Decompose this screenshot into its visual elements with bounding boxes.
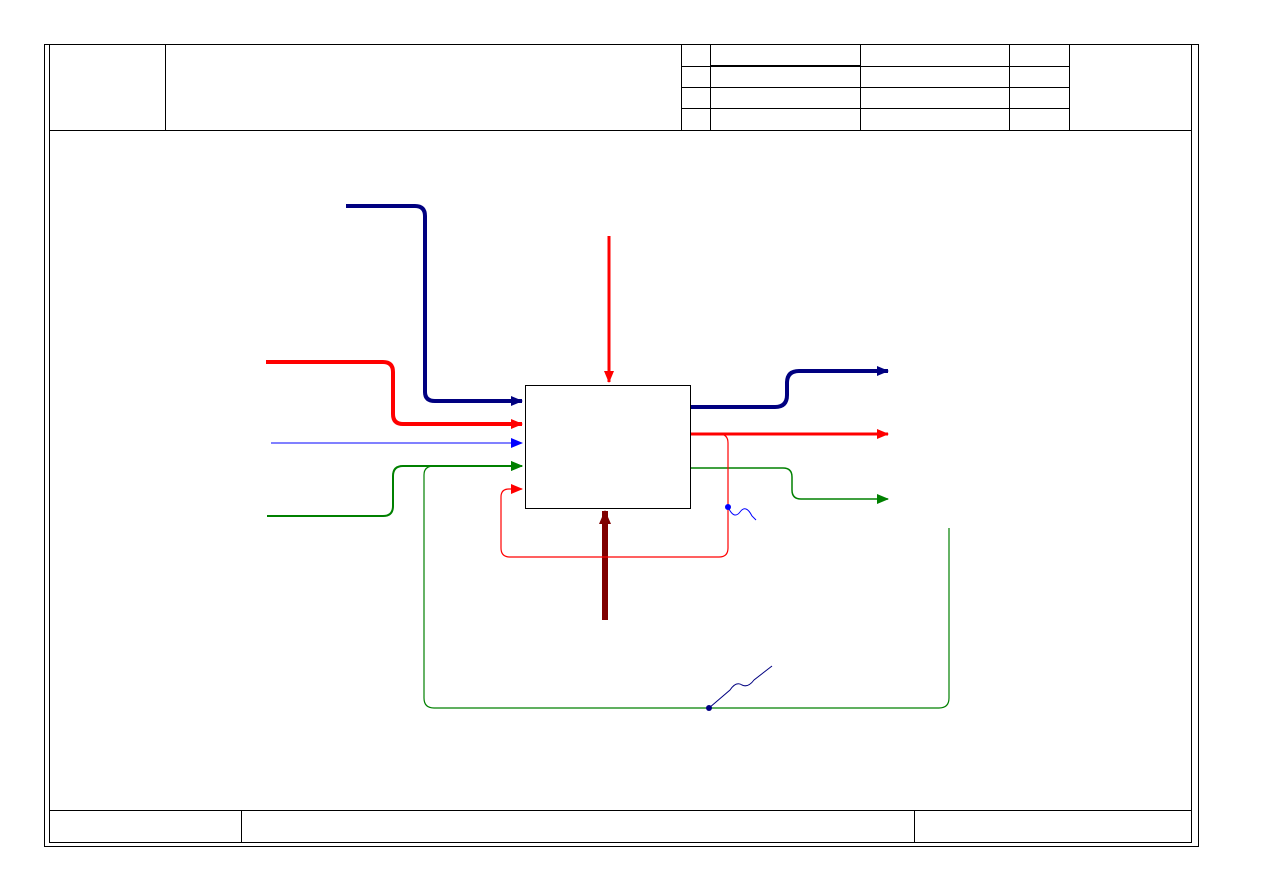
footer-block bbox=[49, 810, 1192, 843]
output-arrow-navy[interactable] bbox=[691, 366, 889, 409]
input-arrow-red[interactable] bbox=[266, 360, 523, 429]
output-arrow-green[interactable] bbox=[691, 467, 889, 504]
feedback-arrow-green[interactable] bbox=[423, 461, 950, 709]
header-block bbox=[49, 44, 1192, 131]
inner-frame bbox=[49, 44, 1192, 843]
squiggle-connector-upper bbox=[725, 504, 757, 521]
input-arrow-navy[interactable] bbox=[346, 204, 523, 406]
activity-box[interactable] bbox=[525, 385, 691, 509]
squiggle-connector-lower bbox=[706, 665, 773, 711]
feedback-arrow-red[interactable] bbox=[500, 433, 729, 558]
input-arrow-green[interactable] bbox=[267, 461, 523, 517]
